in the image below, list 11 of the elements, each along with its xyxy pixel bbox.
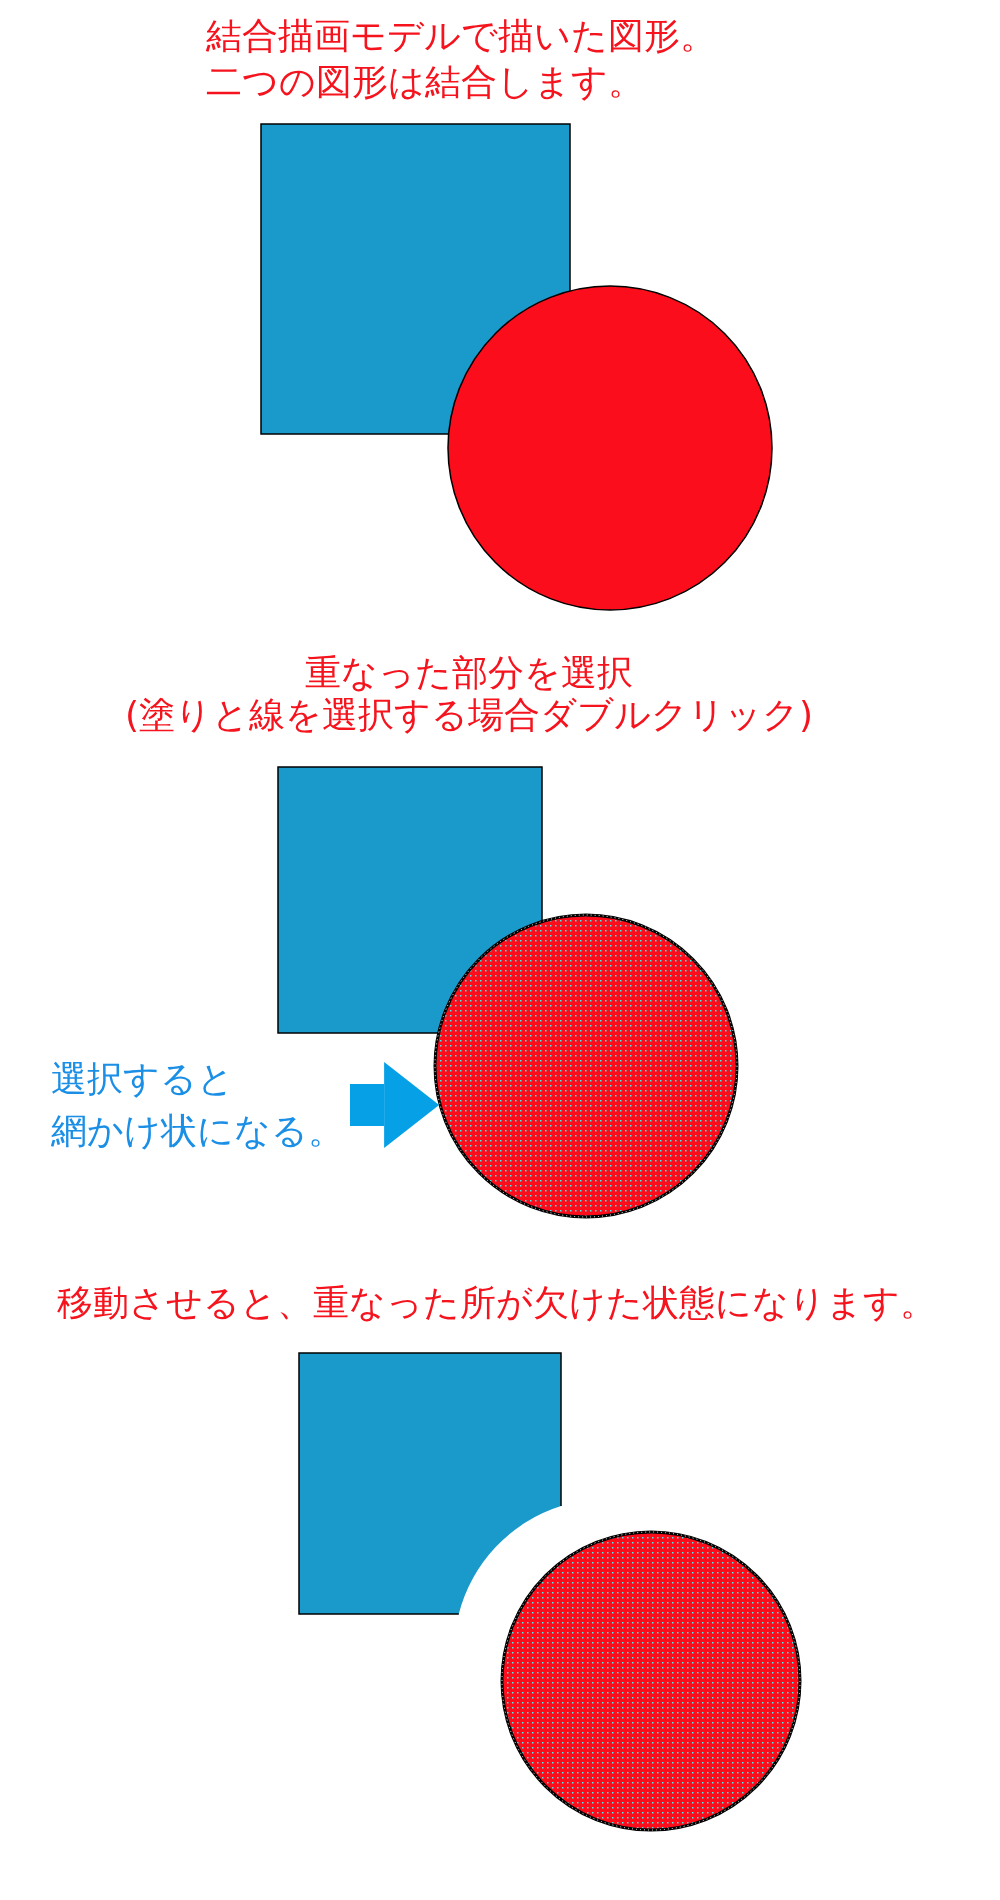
annotation-text: 網かけ状になる。 bbox=[51, 1109, 344, 1153]
annotation-text: 選択すると bbox=[51, 1057, 235, 1101]
caption-text: 移動させると、重なった所が欠けた状態になります。 bbox=[57, 1281, 936, 1325]
note-text: (塗りと線を選択する場合ダブルクリック) bbox=[124, 693, 814, 737]
caption-text: 結合描画モデルで描いた図形。二つの図形は結合します。 bbox=[206, 14, 717, 104]
block-arrow bbox=[350, 1062, 440, 1148]
hatched-circle bbox=[433, 913, 739, 1219]
hatched-circle bbox=[500, 1530, 802, 1832]
caption-text: 重なった部分を選択 bbox=[305, 651, 633, 695]
circle-shape bbox=[446, 284, 774, 612]
notched-square bbox=[298, 1352, 562, 1615]
